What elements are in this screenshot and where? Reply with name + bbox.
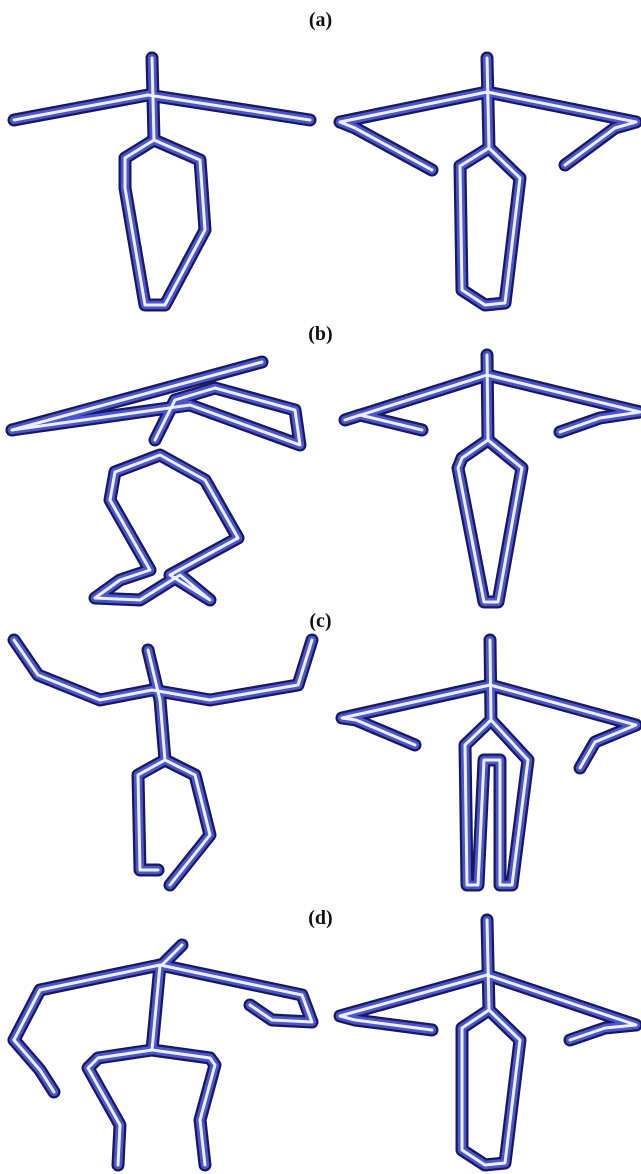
figure-c-result xyxy=(342,640,636,885)
figure-d-original xyxy=(14,945,312,1165)
figure-a-result xyxy=(340,58,636,305)
figure-a-original xyxy=(14,58,310,305)
figure-d-result xyxy=(340,920,636,1165)
figure-b-original xyxy=(12,362,300,600)
figure-c-original xyxy=(14,640,312,885)
figure-b-result xyxy=(345,355,640,602)
